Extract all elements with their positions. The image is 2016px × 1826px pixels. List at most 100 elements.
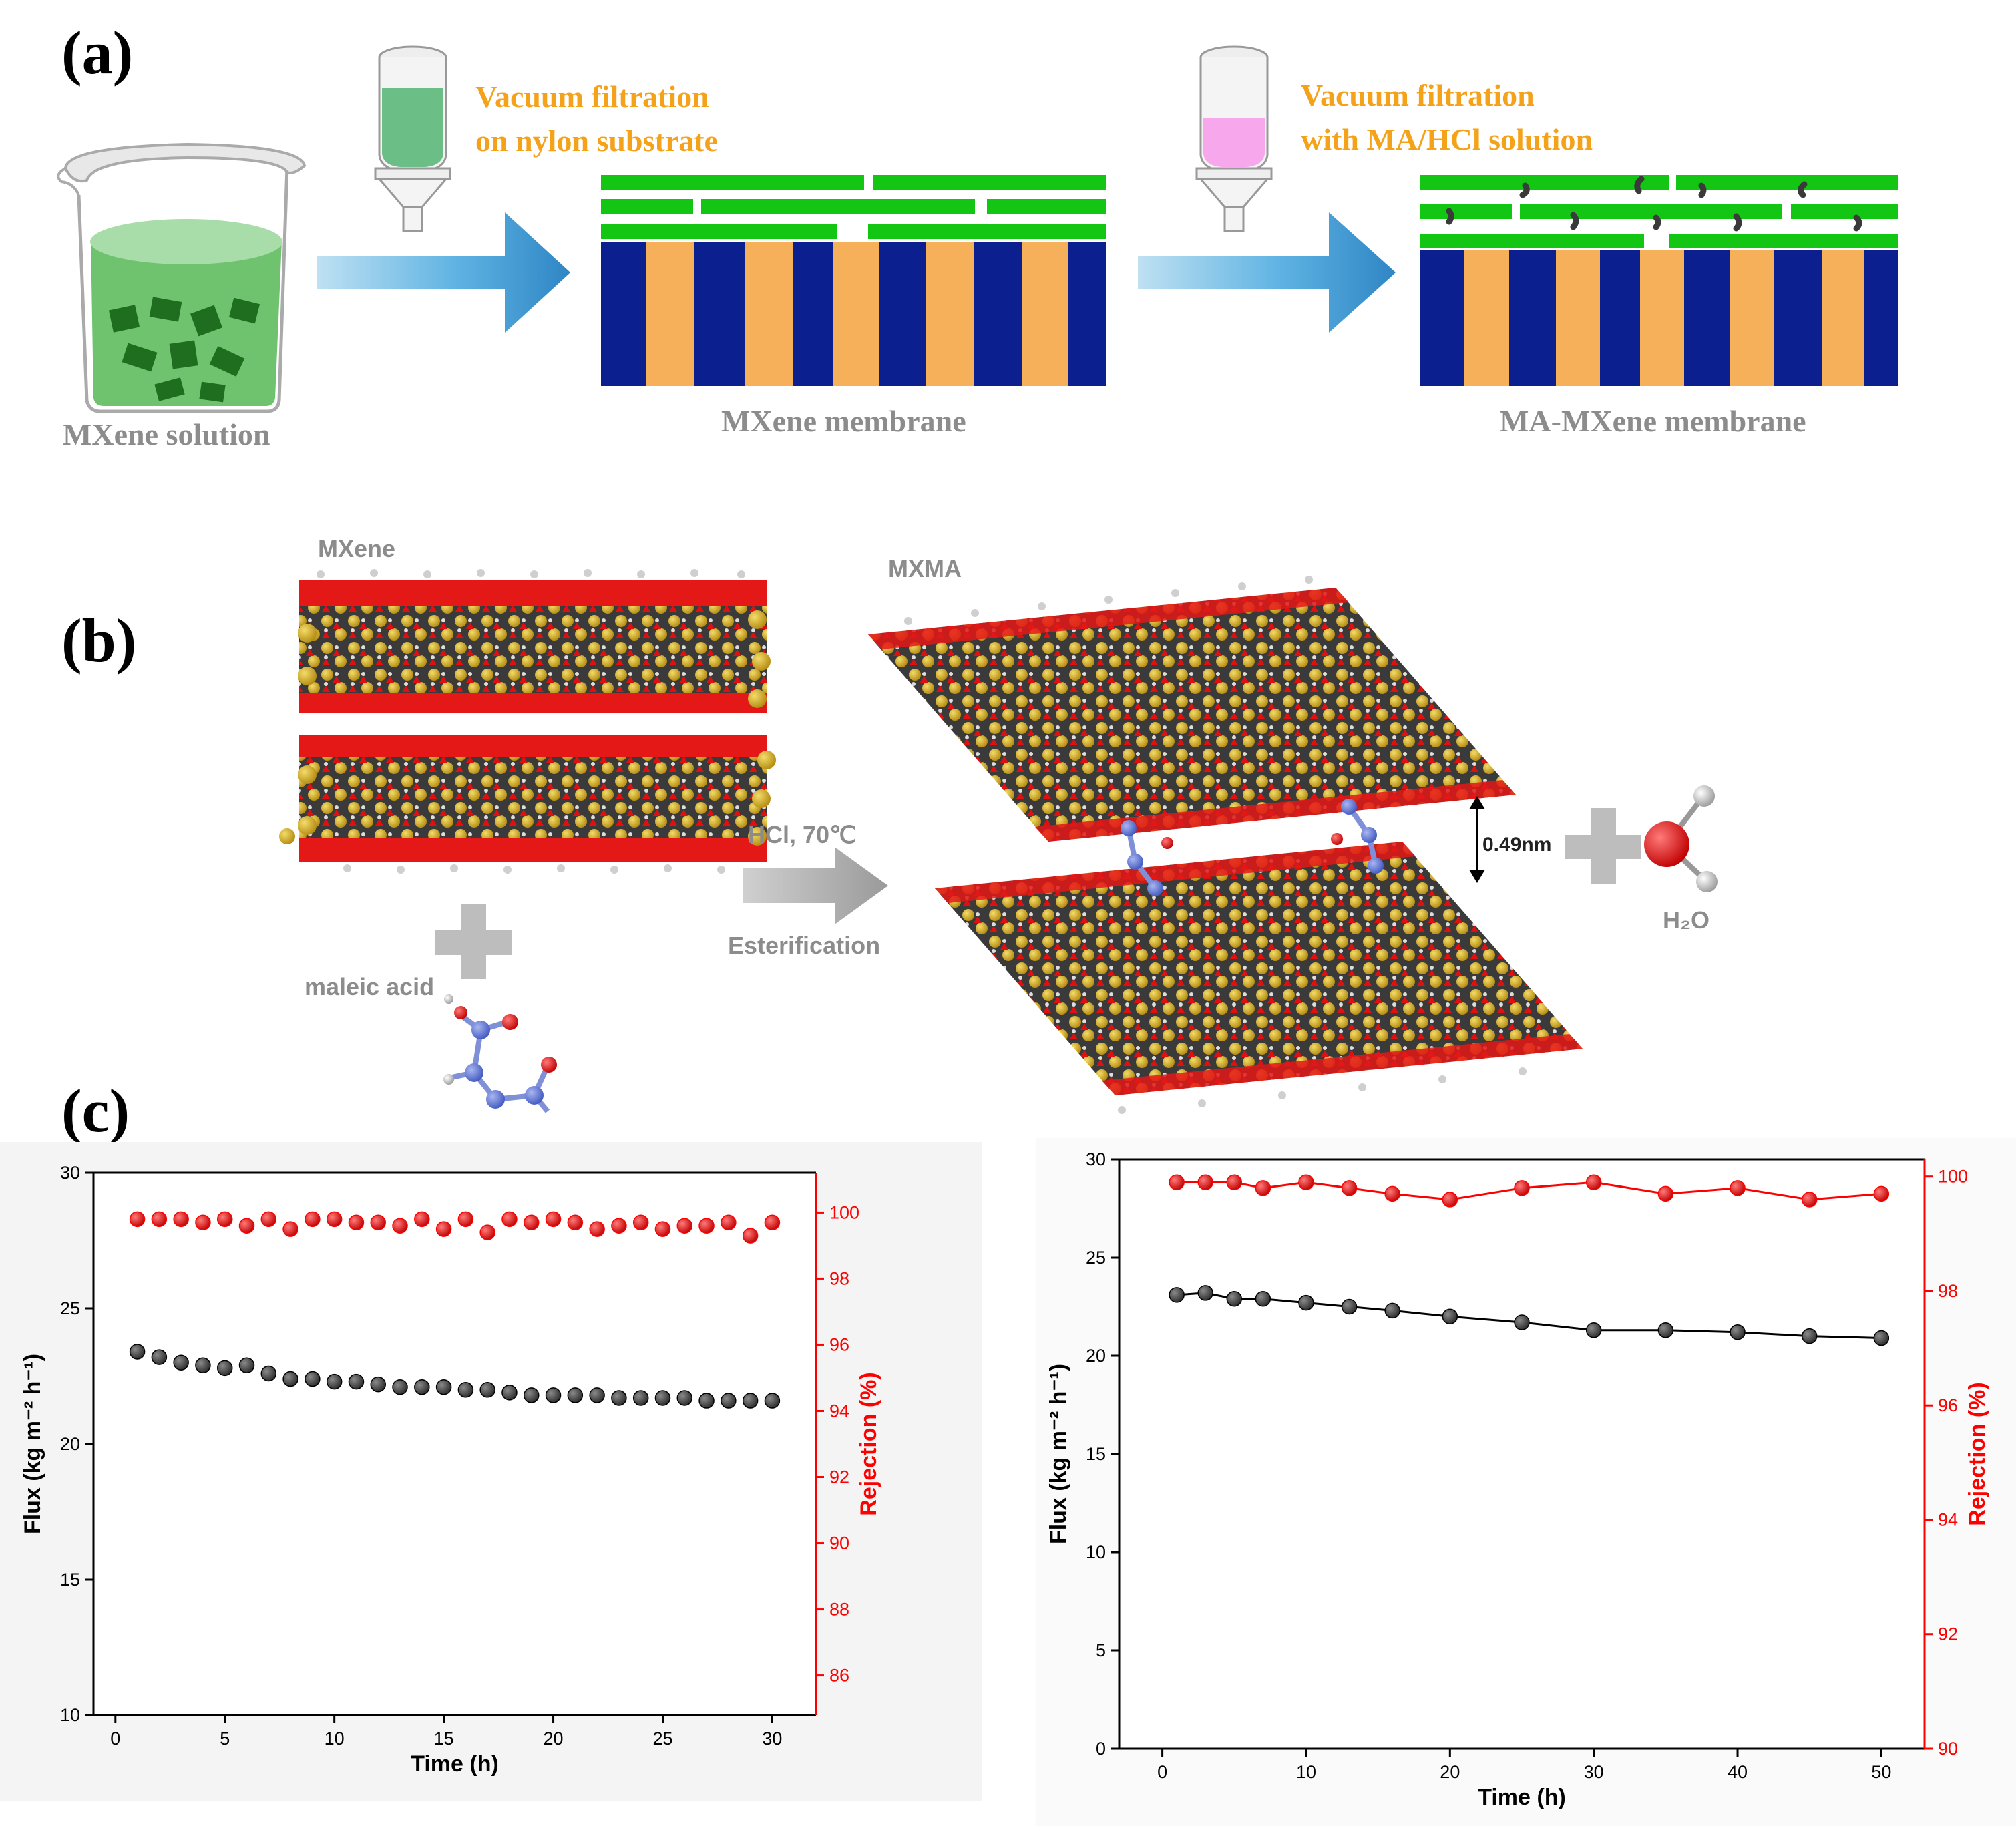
flux-data-point [238, 1357, 255, 1374]
x-tick-label: 25 [652, 1728, 672, 1749]
flux-data-point [764, 1393, 781, 1409]
plot-area [1119, 1159, 1925, 1749]
rejection-data-point [501, 1211, 518, 1228]
left-y-tick-label: 0 [1096, 1739, 1106, 1759]
left-y-tick-label: 15 [60, 1570, 80, 1590]
left-y-tick-label: 20 [60, 1434, 80, 1454]
rejection-data-point [326, 1211, 343, 1228]
rejection-data-point [216, 1211, 233, 1228]
reagent-label: maleic acid [305, 973, 434, 1000]
panel-b: (b) MXene [61, 535, 1718, 1114]
rejection-data-point [611, 1218, 627, 1234]
rejection-data-point [764, 1214, 781, 1231]
ma-mxene-membrane-diagram [1420, 175, 1898, 386]
left-y-tick-label: 10 [60, 1705, 80, 1725]
flux-data-point [479, 1382, 495, 1398]
flux-data-point [305, 1371, 321, 1387]
flux-data-point [1657, 1322, 1674, 1338]
flux-data-point [1341, 1298, 1358, 1315]
water-molecule-icon [1644, 785, 1718, 892]
x-axis-title: Time (h) [411, 1751, 499, 1777]
left-y-tick-label: 30 [60, 1163, 80, 1183]
x-axis-title: Time (h) [1478, 1785, 1566, 1810]
left-y-tick-label: 10 [1086, 1542, 1106, 1562]
flux-data-point [1873, 1330, 1890, 1346]
x-tick-label: 30 [762, 1728, 782, 1749]
rejection-data-point [545, 1211, 562, 1228]
panel-b-label: (b) [61, 606, 136, 675]
mxene-structure-label: MXene [318, 535, 395, 562]
left-y-tick-label: 25 [1086, 1248, 1106, 1268]
rejection-data-point [1730, 1180, 1746, 1196]
rejection-data-point [1873, 1185, 1890, 1202]
rejection-data-point [151, 1211, 168, 1228]
flux-data-point [173, 1354, 189, 1371]
rejection-data-point [524, 1214, 540, 1231]
right-y-tick-label: 100 [1938, 1167, 1968, 1187]
right-y-tick-label: 86 [829, 1666, 849, 1686]
flux-data-point [589, 1387, 605, 1403]
reaction-condition: HCl, 70℃ [748, 821, 856, 848]
flux-data-point [216, 1360, 233, 1377]
flux-data-point [348, 1373, 365, 1390]
flux-data-point [1197, 1285, 1213, 1301]
rejection-data-point [173, 1211, 189, 1228]
rejection-data-point [654, 1221, 671, 1237]
rejection-data-point [721, 1214, 737, 1231]
right-y-tick-label: 96 [829, 1334, 849, 1354]
flux-data-point [129, 1344, 146, 1360]
right-y-tick-label: 98 [829, 1268, 849, 1288]
left-y-tick-label: 15 [1086, 1444, 1106, 1464]
right-y-axis-title: Rejection (%) [1965, 1382, 1990, 1525]
x-tick-label: 20 [1440, 1762, 1460, 1782]
rejection-data-point [1255, 1180, 1271, 1196]
flux-data-point [1442, 1308, 1458, 1324]
step1-text-line2: on nylon substrate [475, 124, 718, 158]
flux-data-point [1298, 1294, 1314, 1311]
x-tick-label: 40 [1728, 1762, 1748, 1782]
rejection-data-point [348, 1214, 365, 1231]
reaction-type: Esterification [728, 932, 880, 959]
interlayer-spacing-arrow [1469, 796, 1485, 883]
process-arrow-1 [317, 212, 570, 333]
rejection-data-point [457, 1211, 474, 1228]
x-tick-label: 15 [434, 1728, 454, 1749]
flux-data-point [611, 1390, 627, 1406]
flux-data-point [1730, 1324, 1746, 1340]
panel-a: (a) MXene solution V [57, 19, 1898, 451]
flux-data-point [545, 1387, 562, 1403]
plus-icon-product [1565, 808, 1641, 884]
rejection-data-point [414, 1211, 430, 1228]
flux-data-point [632, 1390, 649, 1406]
rejection-data-point [1657, 1185, 1674, 1202]
right-y-tick-label: 88 [829, 1600, 849, 1620]
plus-icon-reagent [435, 904, 512, 979]
mxma-layer-structure [868, 576, 1583, 1114]
mxene-layer-structure [279, 569, 776, 874]
left-y-axis-title: Flux (kg m⁻² h⁻¹) [20, 1354, 45, 1534]
rejection-data-point [1801, 1192, 1818, 1208]
right-y-tick-label: 90 [1938, 1739, 1958, 1759]
left-y-tick-label: 5 [1096, 1640, 1106, 1660]
rejection-data-point [282, 1221, 298, 1237]
rejection-data-point [698, 1218, 715, 1234]
x-tick-label: 0 [1157, 1762, 1167, 1782]
flux-data-point [654, 1390, 671, 1406]
x-tick-label: 10 [325, 1728, 345, 1749]
rejection-data-point [370, 1214, 386, 1231]
right-y-tick-label: 94 [1938, 1509, 1958, 1529]
water-label: H₂O [1663, 906, 1709, 934]
flux-data-point [1255, 1290, 1271, 1307]
rejection-data-point [676, 1218, 693, 1234]
rejection-data-point [1514, 1180, 1530, 1196]
right-y-axis-title: Rejection (%) [856, 1372, 881, 1515]
right-y-tick-label: 98 [1938, 1281, 1958, 1301]
rejection-data-point [305, 1211, 321, 1228]
right-y-tick-label: 96 [1938, 1395, 1958, 1415]
flux-data-point [721, 1393, 737, 1409]
flux-data-point [260, 1365, 277, 1382]
right-y-tick-label: 92 [829, 1467, 849, 1487]
